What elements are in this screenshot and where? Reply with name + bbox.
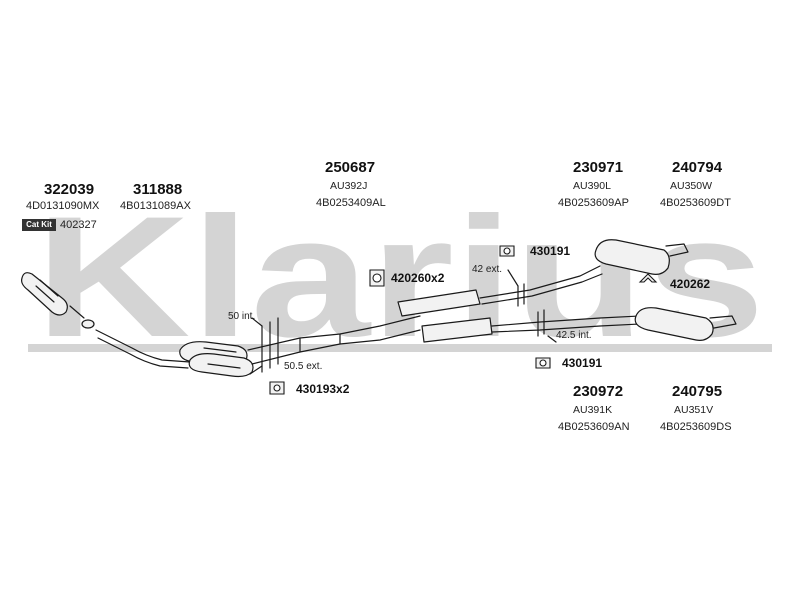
part-ref-240794: 4B0253609DT: [660, 197, 731, 209]
part-number-240795: 240795: [672, 383, 723, 400]
tailpipe-upper: [665, 243, 689, 257]
mid-pipe-joints: [299, 333, 341, 353]
rear-pipe-upper: [479, 265, 601, 299]
front-pipe-upper: [95, 329, 191, 363]
part-number-322039: 322039: [44, 181, 95, 198]
centre-silencer-lower: [421, 317, 493, 343]
part-ref-240795: 4B0253609DS: [660, 421, 732, 433]
dimension-50-int: 50 int.: [228, 311, 256, 322]
fitting-430191-top: 430191: [530, 244, 571, 258]
rear-pipe-lower-2: [491, 323, 641, 333]
part-ref-311888: 4B0131089AX: [120, 200, 191, 212]
part-number-311888: 311888: [133, 181, 183, 198]
clamp-ticks-rear-upper: [517, 283, 525, 307]
centre-silencer-upper: [397, 289, 481, 317]
mid-pipe-lower: [251, 329, 421, 365]
part-ref-322039: 4D0131090MX: [26, 200, 100, 212]
tailpipe-lower: [709, 315, 737, 329]
fitting-430191-bottom: 430191: [562, 356, 603, 370]
part-code-230971: AU390L: [573, 180, 611, 192]
dimension-42-5-int: 42.5 int.: [556, 330, 592, 341]
part-number-240794: 240794: [672, 159, 723, 176]
clamp-ticks-rear-lower: [537, 309, 545, 337]
front-pipe-lower: [97, 337, 189, 369]
catkit-ref: 402327: [60, 219, 97, 231]
rear-silencer-upper: [594, 239, 670, 275]
fitting-420260: 420260x2: [391, 271, 445, 285]
watermark-text: Klarius: [35, 212, 765, 362]
dimension-42-ext: 42 ext.: [472, 264, 503, 275]
part-ref-250687: 4B0253409AL: [316, 197, 386, 209]
part-code-250687: AU392J: [330, 180, 368, 192]
fitting-420262: 420262: [670, 277, 711, 291]
fitting-430193: 430193x2: [296, 382, 350, 396]
bracket-icon-420262: [638, 273, 658, 283]
hanger-hole-2: [539, 359, 547, 367]
pipe-connector-1: [69, 305, 85, 319]
part-code-240795: AU351V: [674, 404, 714, 416]
dimension-50-5-ext: 50.5 ext.: [284, 361, 323, 372]
part-ref-230972: 4B0253609AN: [558, 421, 630, 433]
hanger-hole: [503, 247, 511, 255]
catalyst-lines: [203, 347, 241, 369]
catkit-badge: Cat Kit: [22, 219, 56, 231]
gasket-1: [81, 319, 95, 329]
clamp-ticks-front: [261, 317, 279, 373]
rear-pipe-upper-2: [481, 273, 603, 305]
clamp-hole: [372, 273, 382, 283]
klarius-watermark: Klarius: [28, 212, 772, 362]
hanger-hole-3: [273, 384, 281, 392]
rear-pipe-lower: [491, 315, 641, 327]
part-number-250687: 250687: [325, 159, 376, 176]
dimension-leaders: [249, 269, 557, 375]
part-number-230972: 230972: [573, 383, 624, 400]
part-code-240794: AU350W: [670, 180, 713, 192]
part-ref-230971: 4B0253609AP: [558, 197, 629, 209]
watermark-underline: [28, 344, 772, 352]
rear-silencer-lower: [634, 307, 714, 341]
part-number-230971: 230971: [573, 159, 624, 176]
catalyst-ribs: [35, 279, 59, 303]
part-code-230972: AU391K: [573, 404, 613, 416]
